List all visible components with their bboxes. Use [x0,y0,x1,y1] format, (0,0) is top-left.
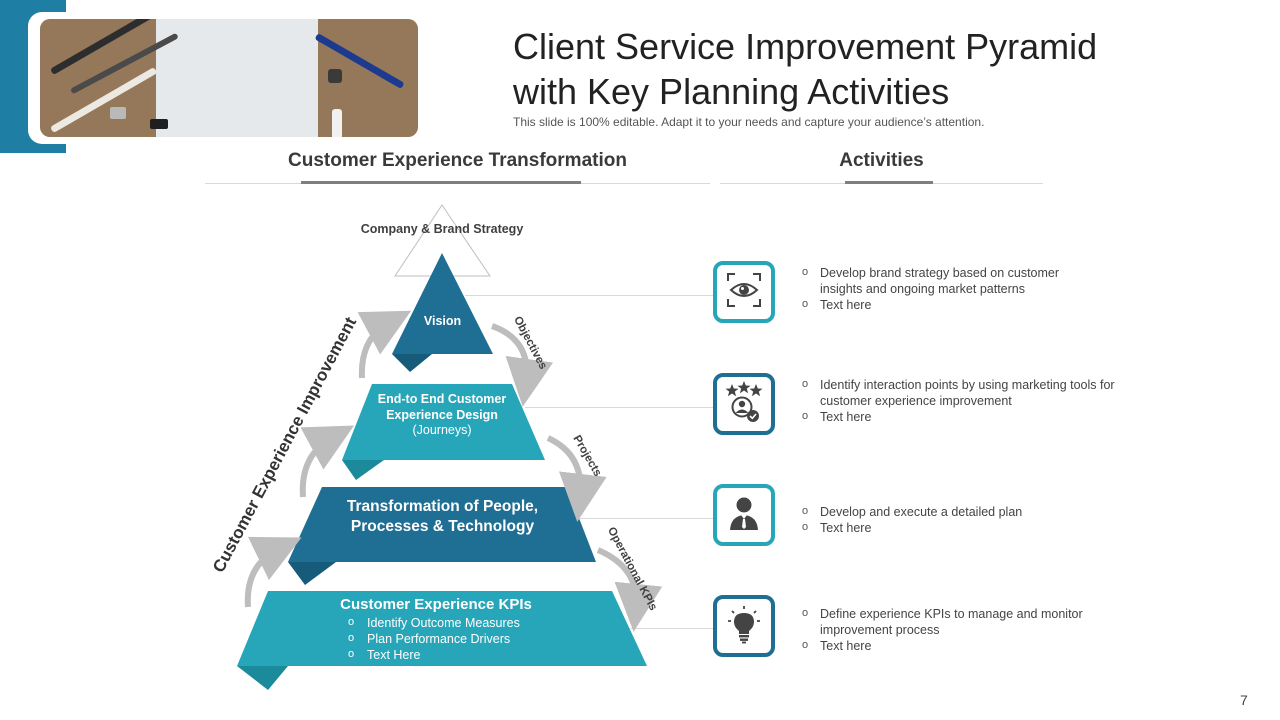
tier-label-kpis: Customer Experience KPIs [340,596,532,613]
activity-bullet: Identify interaction points by using mar… [801,376,1146,409]
activity-bullet: Define experience KPIs to manage and mon… [801,605,1111,638]
section-accent-left [301,181,581,184]
activity-icon-box [713,373,775,435]
operational-kpis-arrow [596,547,663,632]
activity-icon-box [713,484,775,546]
activity-bullet: Text here [801,296,1091,313]
activity-list-4: Define experience KPIs to manage and mon… [801,605,1111,654]
activity-bullet: Develop and execute a detailed plan [801,503,1091,520]
connector-line [465,295,715,296]
activity-bullet: Text here [801,637,1111,654]
kpi-bullet: Identify Outcome Measures [348,614,598,631]
activity-bullet: Text here [801,519,1091,536]
connector-line [525,407,715,408]
activity-list-3: Develop and execute a detailed plan Text… [801,503,1091,536]
activity-bullet: Develop brand strategy based on customer… [801,264,1091,297]
page-number: 7 [1240,692,1248,708]
tier-label-vision: Vision [423,314,462,328]
activity-icon-box [713,595,775,657]
transformation-tier [288,487,596,562]
tier-label-design: End-to End Customer Experience Design (J… [372,392,512,439]
page-subtitle: This slide is 100% editable. Adapt it to… [513,115,985,129]
eye-scan-icon [725,271,763,314]
tier-design-sublabel: (Journeys) [412,423,472,437]
kpi-tier-fold [237,666,288,690]
design-tier-fold [342,460,384,480]
header-photo [40,19,418,137]
connector-line [580,518,715,519]
lightbulb-icon [724,604,764,649]
vision-tier-fold [392,354,432,372]
improvement-arrow-middle [299,425,355,498]
transformation-tier-fold [288,562,336,585]
business-person-icon [724,493,764,538]
kpi-bullet-list: Identify Outcome Measures Plan Performan… [348,614,598,663]
desk-stationery-image [40,19,418,137]
tier-design-title: End-to End Customer Experience Design [377,392,507,422]
kpi-bullet: Text Here [348,646,598,663]
design-tier [342,384,545,460]
activity-icon-box [713,261,775,323]
activity-list-1: Develop brand strategy based on customer… [801,264,1091,313]
kpi-bullet: Plan Performance Drivers [348,630,598,647]
vision-tier [392,253,493,354]
section-accent-right [845,181,933,184]
tier-label-transformation: Transformation of People, Processes & Te… [346,498,539,535]
objectives-arrow [490,323,554,407]
activity-list-2: Identify interaction points by using mar… [801,376,1146,425]
apex-label: Company & Brand Strategy [360,222,524,236]
connector-line [630,628,715,629]
page-title: Client Service Improvement Pyramid with … [513,26,1098,112]
section-heading-activities: Activities [839,150,924,171]
improvement-arrow-upper [357,310,412,379]
section-heading-transformation: Customer Experience Transformation [288,150,627,171]
activity-bullet: Text here [801,408,1146,425]
improvement-arrow-lower [244,536,302,608]
projects-arrow [546,435,607,522]
customer-rating-icon [722,380,766,429]
